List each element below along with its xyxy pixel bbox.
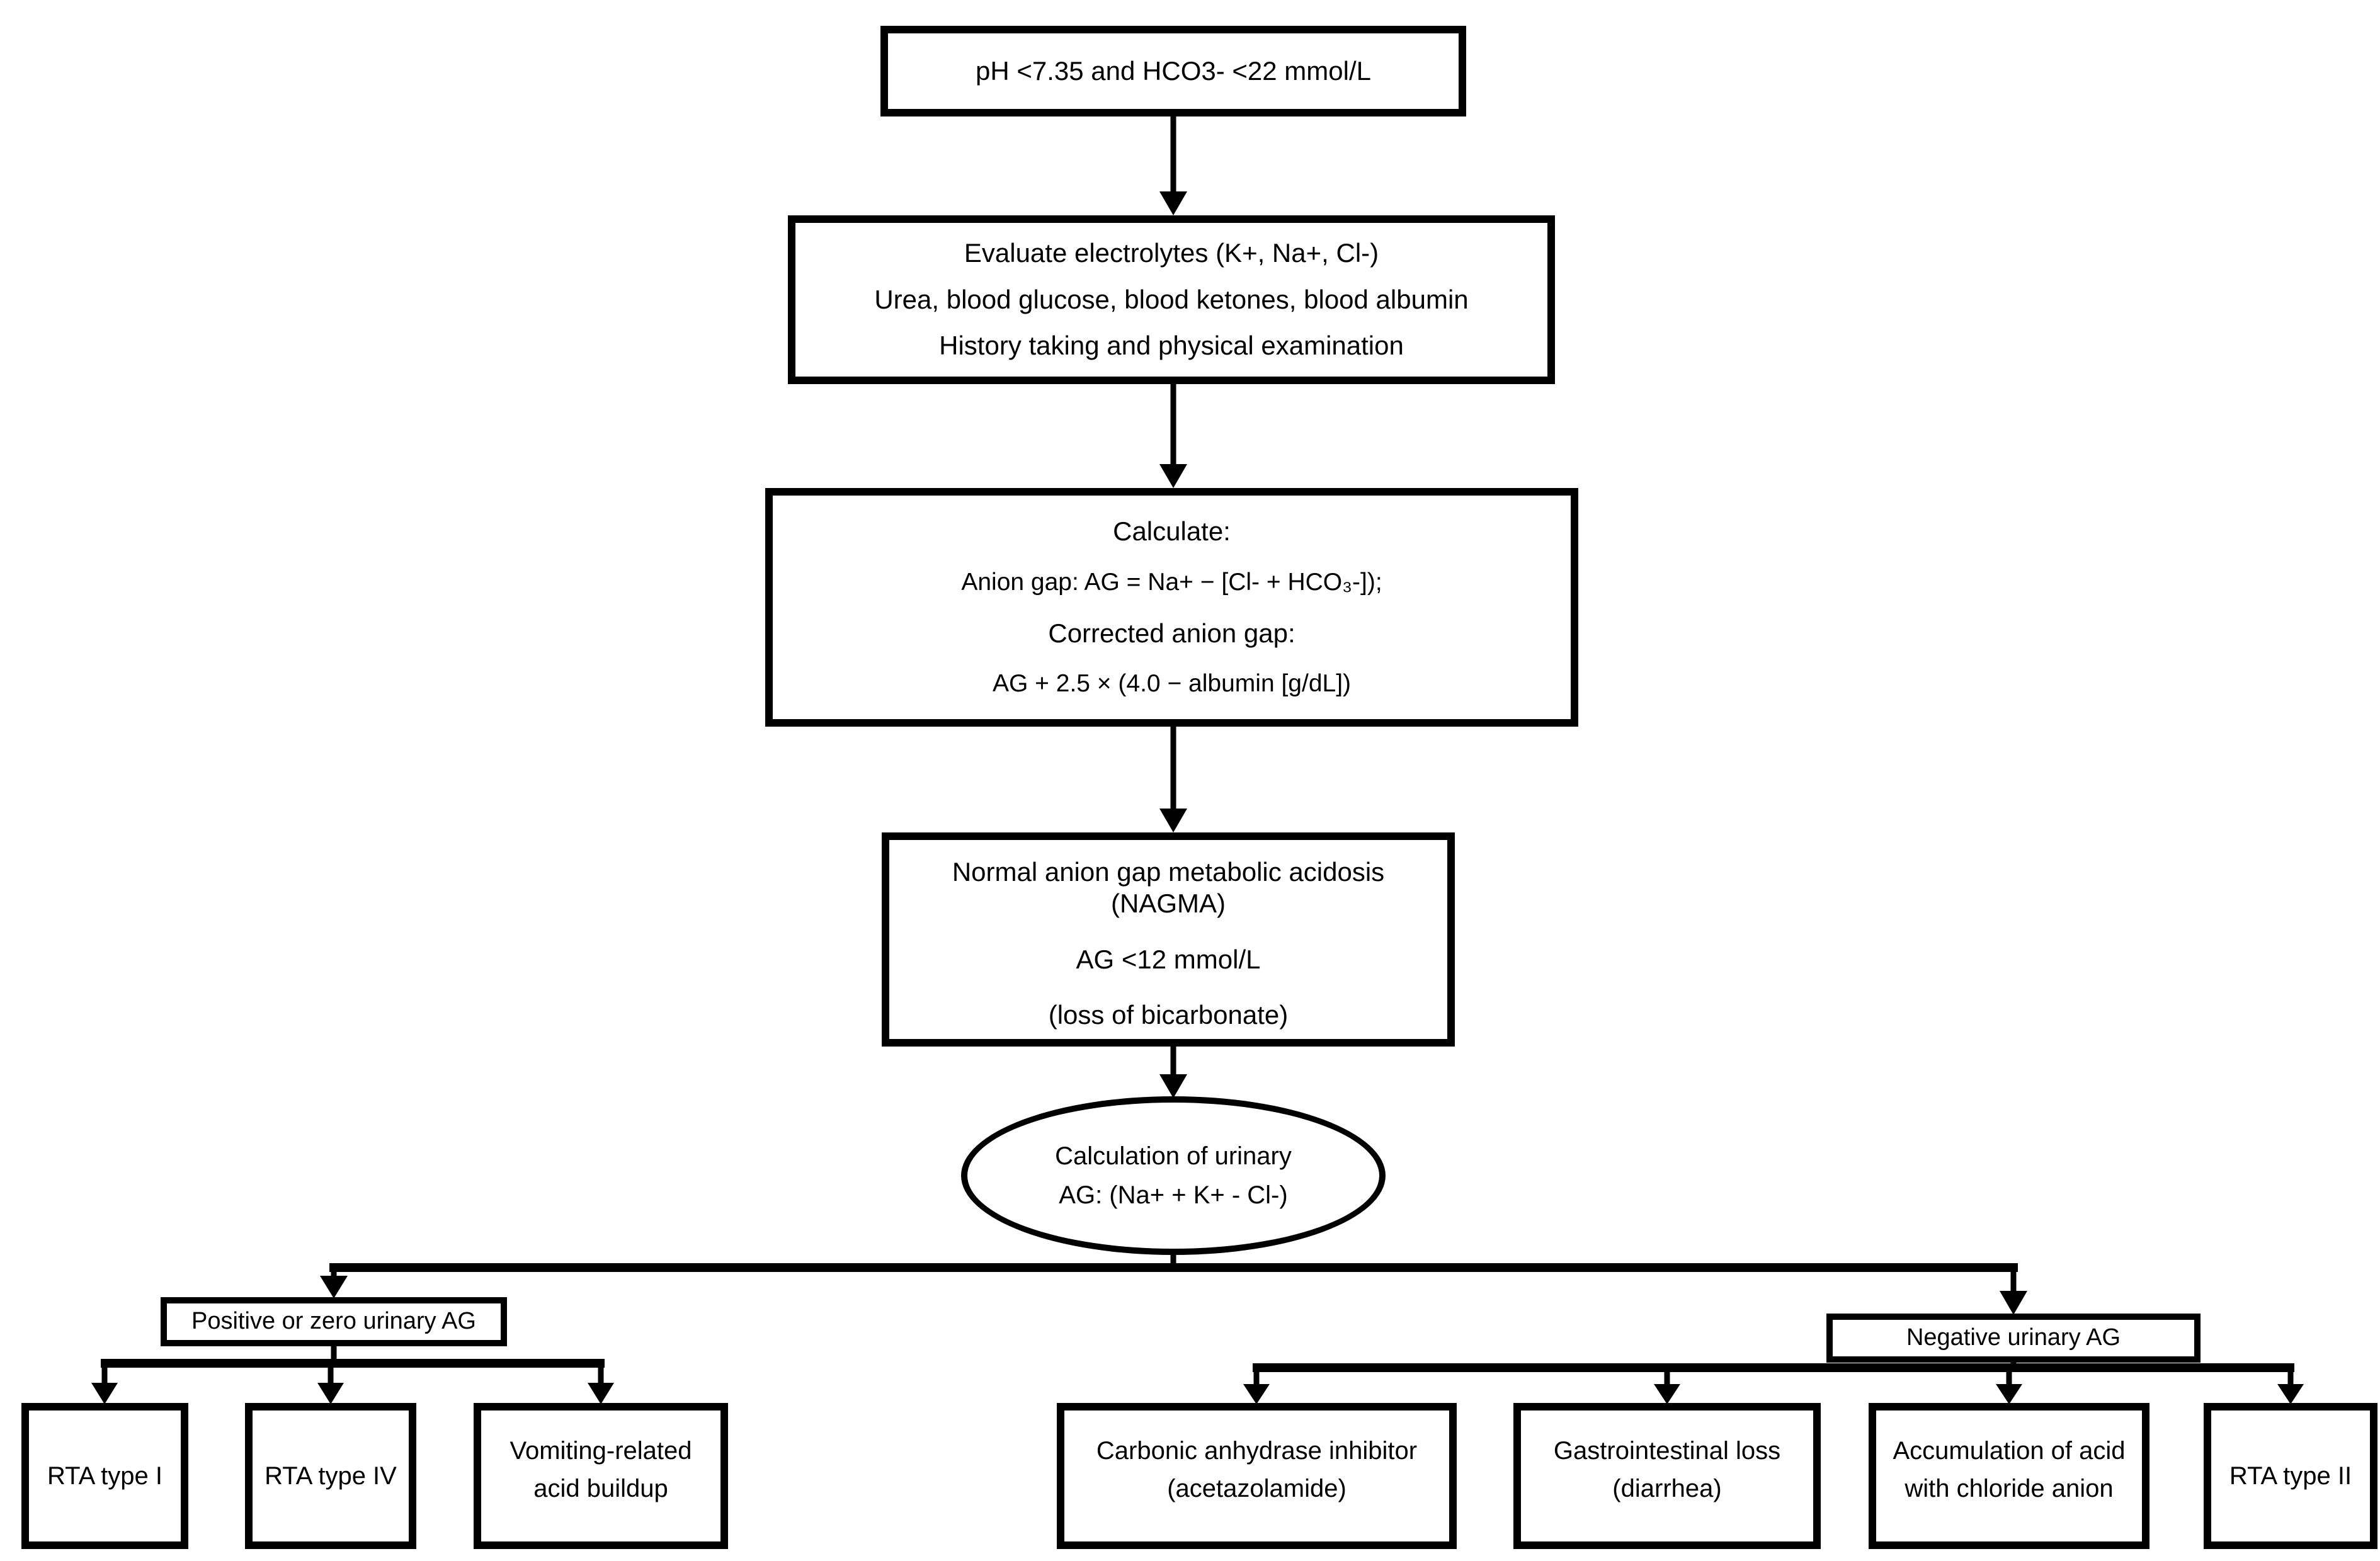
node-urinary-ag-line-2: AG: (Na+ + K+ - Cl-) [1059,1181,1288,1209]
arrow-negative-to-acid-chloride [1996,1372,2022,1404]
node-ph-criteria-text: pH <7.35 and HCO3- <22 mmol/L [976,55,1371,86]
node-rta-type-4-text: RTA type IV [265,1462,397,1490]
node-evaluate-line-3: History taking and physical examination [939,331,1404,361]
negative-distributor-line [1253,1361,2294,1372]
node-rta-type-2: RTA type II [2204,1403,2377,1549]
node-nagma-line-3: (loss of bicarbonate) [1048,1000,1289,1030]
node-calculate-line-4: AG + 2.5 × (4.0 − albumin [g/dL]) [992,670,1352,698]
node-evaluate-line-1: Evaluate electrolytes (K+, Na+, Cl-) [964,238,1379,268]
arrow-ph-to-evaluate [1159,116,1187,215]
node-acid-chloride-line-1: Accumulation of acid [1893,1437,2126,1465]
node-vomiting: Vomiting-related acid buildup [474,1403,728,1549]
node-carbonic-line-1: Carbonic anhydrase inhibitor [1096,1437,1418,1465]
node-urinary-ag: Calculation of urinary AG: (Na+ + K+ - C… [961,1096,1386,1255]
node-negative-ag: Negative urinary AG [1826,1314,2201,1363]
node-nagma: Normal anion gap metabolic acidosis (NAG… [882,832,1455,1047]
node-rta-type-4: RTA type IV [245,1403,416,1549]
node-calculate-line-2: Anion gap: AG = Na+ − [Cl- + HCO₃-]); [961,568,1382,596]
node-vomiting-line-2: acid buildup [533,1475,668,1502]
arrow-split-to-negative [2000,1263,2027,1315]
node-gi-loss-line-1: Gastrointestinal loss [1553,1437,1781,1465]
arrow-split-to-positive [320,1263,348,1298]
node-acid-chloride: Accumulation of acid with chloride anion [1869,1403,2149,1549]
node-rta-type-2-text: RTA type II [2229,1462,2352,1490]
node-vomiting-line-1: Vomiting-related [510,1437,692,1465]
node-calculate-line-1: Calculate: [1113,516,1231,547]
node-rta-type-1-text: RTA type I [47,1462,163,1490]
node-carbonic-line-2: (acetazolamide) [1167,1475,1347,1502]
node-evaluate: Evaluate electrolytes (K+, Na+, Cl-) Ure… [788,215,1555,384]
node-rta-type-1: RTA type I [21,1403,188,1549]
arrow-positive-to-rta1 [91,1368,118,1404]
arrow-evaluate-to-calculate [1159,384,1187,488]
node-calculate-line-3: Corrected anion gap: [1048,618,1295,648]
arrow-negative-to-gi-loss [1654,1372,1680,1404]
arrow-positive-to-rta4 [317,1368,344,1404]
node-acid-chloride-line-2: with chloride anion [1905,1475,2114,1502]
node-ph-criteria: pH <7.35 and HCO3- <22 mmol/L [880,26,1466,116]
arrow-negative-to-rta2 [2277,1372,2304,1404]
node-nagma-line-2: AG <12 mmol/L [1076,944,1261,974]
node-gi-loss-line-2: (diarrhea) [1612,1475,1722,1502]
arrow-nagma-to-urinary-ag [1159,1047,1187,1098]
node-urinary-ag-line-1: Calculation of urinary [1055,1142,1292,1170]
node-negative-ag-text: Negative urinary AG [1906,1324,2121,1351]
node-evaluate-line-2: Urea, blood glucose, blood ketones, bloo… [874,284,1469,314]
arrow-negative-to-carbonic [1243,1372,1270,1404]
node-carbonic: Carbonic anhydrase inhibitor (acetazolam… [1057,1403,1457,1549]
node-positive-ag-text: Positive or zero urinary AG [191,1308,476,1335]
node-gi-loss: Gastrointestinal loss (diarrhea) [1513,1403,1821,1549]
positive-distributor-line [101,1346,605,1368]
node-positive-ag: Positive or zero urinary AG [161,1297,507,1346]
arrow-calculate-to-nagma [1159,727,1187,832]
branch-split-line [329,1255,2018,1272]
node-nagma-line-1: Normal anion gap metabolic acidosis (NAG… [952,857,1385,919]
node-calculate: Calculate: Anion gap: AG = Na+ − [Cl- + … [765,488,1578,727]
arrow-positive-to-vomiting [588,1368,614,1404]
